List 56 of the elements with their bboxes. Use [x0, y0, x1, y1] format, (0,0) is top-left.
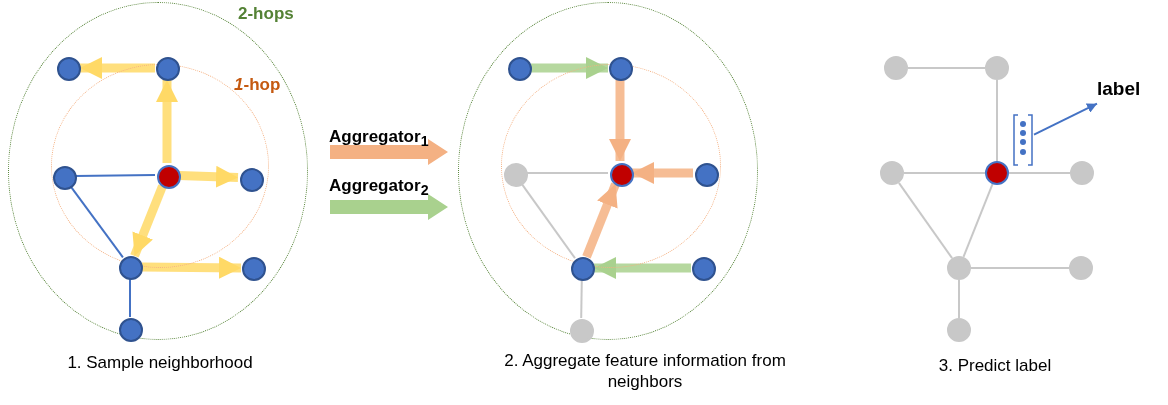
arrow	[1033, 102, 1098, 136]
arrow	[609, 80, 631, 161]
arrow	[141, 256, 242, 279]
edge-line	[1008, 172, 1071, 174]
node-circle	[242, 257, 266, 281]
node-circle	[692, 257, 716, 281]
edge-line	[74, 174, 156, 177]
arrow	[130, 184, 167, 258]
node-circle	[985, 56, 1009, 80]
edge-line	[129, 278, 131, 318]
target-node-circle	[610, 163, 634, 187]
output-label: label	[1097, 78, 1149, 104]
node-circle	[1070, 161, 1094, 185]
aggregator-label: Aggregator$_{2}$	[329, 175, 429, 201]
arrow	[632, 162, 693, 184]
edge-line	[962, 183, 994, 258]
edge-line	[897, 181, 954, 260]
node-circle	[119, 256, 143, 280]
arrow	[80, 57, 155, 79]
panel-caption: 2. Aggregate feature information from neighbors	[503, 350, 787, 393]
node-circle	[695, 163, 719, 187]
node-circle	[57, 57, 81, 81]
edge-line	[996, 79, 998, 162]
node-circle	[156, 57, 180, 81]
node-circle	[947, 256, 971, 280]
target-node-circle	[985, 161, 1009, 185]
node-circle	[570, 319, 594, 343]
edge-line	[907, 67, 986, 69]
target-node-circle	[157, 165, 181, 189]
node-circle	[240, 168, 264, 192]
node-circle	[947, 318, 971, 342]
node-circle	[884, 56, 908, 80]
node-circle	[119, 318, 143, 342]
arrow	[178, 165, 239, 188]
vector-icon	[1012, 113, 1034, 167]
edge-line	[525, 172, 609, 174]
panel-caption: 3. Predict label	[937, 355, 1053, 377]
arrow	[531, 57, 608, 79]
edge-line	[903, 172, 986, 174]
arrow	[582, 182, 620, 259]
hop-label: 1-hop	[234, 75, 281, 95]
node-circle	[1069, 256, 1093, 280]
edge-line	[580, 279, 583, 319]
node-circle	[504, 163, 528, 187]
arrow	[156, 80, 178, 163]
node-circle	[571, 257, 595, 281]
node-circle	[609, 57, 633, 81]
node-circle	[53, 166, 77, 190]
panel-caption: 1. Sample neighborhood	[66, 352, 254, 374]
node-circle	[880, 161, 904, 185]
edge-line	[970, 267, 1070, 269]
node-circle	[508, 57, 532, 81]
edge-line	[958, 279, 960, 319]
hop-label: 2-hops	[238, 4, 294, 24]
aggregator-label: Aggregator$_{1}$	[329, 126, 429, 152]
arrow	[594, 257, 691, 279]
